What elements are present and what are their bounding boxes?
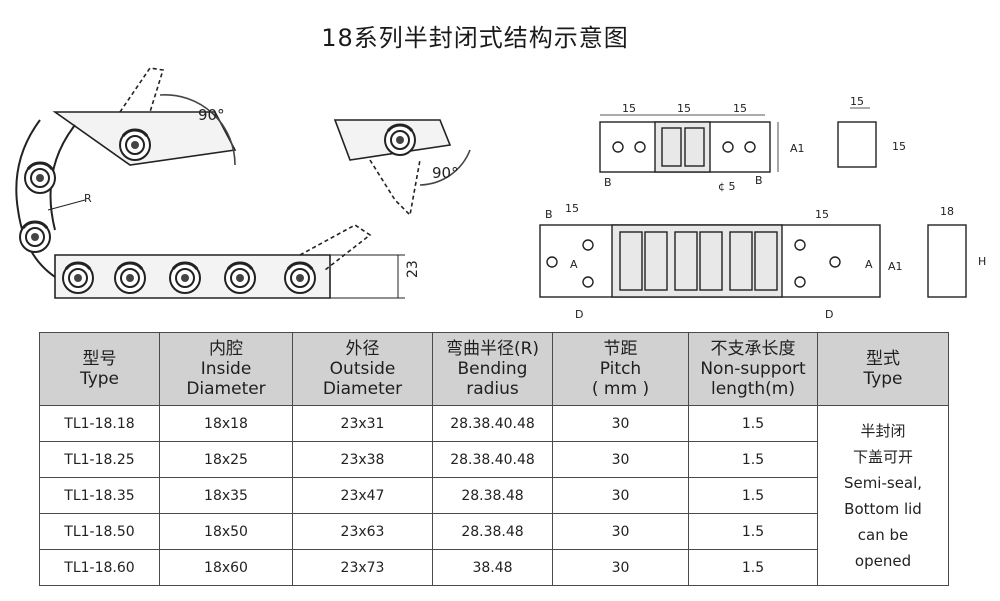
table-row: TL1-18.35 18x35 23x47 28.38.48 30 1.5 (39, 477, 949, 514)
table-row: TL1-18.50 18x50 23x63 28.38.48 30 1.5 (39, 513, 949, 550)
cell-inside: 18x50 (159, 513, 293, 550)
cell-length: 1.5 (688, 441, 818, 478)
cell-model: TL1-18.35 (39, 477, 160, 514)
page-title: 18系列半封闭式结构示意图 (321, 24, 629, 52)
dim-d-right: D (825, 308, 833, 321)
structure-diagram: 90° 90° R 23 15 15 15 B B ¢ 5 A1 15 15 B… (15, 67, 986, 321)
cell-model: TL1-18.60 (39, 549, 160, 586)
cell-length: 1.5 (688, 405, 818, 442)
cell-type: 半封闭 下盖可开 Semi-seal, Bottom lid can be op… (817, 405, 949, 586)
cell-outside: 23x47 (292, 477, 433, 514)
dim-15-side-v: 15 (892, 140, 906, 153)
cell-pitch: 30 (552, 477, 689, 514)
dim-15-side: 15 (850, 95, 864, 108)
cell-pitch: 30 (552, 513, 689, 550)
dim-a1-bottom: A1 (888, 260, 903, 273)
dim-b-right: B (755, 174, 763, 187)
dim-15-a: 15 (622, 102, 636, 115)
cell-length: 1.5 (688, 477, 818, 514)
table-row: TL1-18.25 18x25 23x38 28.38.40.48 30 1.5 (39, 441, 949, 478)
dim-18-section: 18 (940, 205, 954, 218)
cell-pitch: 30 (552, 441, 689, 478)
cell-pitch: 30 (552, 549, 689, 586)
cell-outside: 23x63 (292, 513, 433, 550)
dim-hole: ¢ 5 (718, 180, 736, 193)
dim-15-b: 15 (677, 102, 691, 115)
cell-radius: 28.38.40.48 (432, 441, 553, 478)
angle-label-1: 90° (198, 106, 225, 124)
cell-radius: 28.38.40.48 (432, 405, 553, 442)
cell-outside: 23x73 (292, 549, 433, 586)
dim-a-right: A (865, 258, 873, 271)
cell-length: 1.5 (688, 513, 818, 550)
cell-outside: 23x38 (292, 441, 433, 478)
radius-label: R (84, 192, 92, 205)
cell-inside: 18x18 (159, 405, 293, 442)
height-label: 23 (405, 260, 421, 278)
dim-a-left: A (570, 258, 578, 271)
cell-model: TL1-18.25 (39, 441, 160, 478)
cell-outside: 23x31 (292, 405, 433, 442)
table-row: TL1-18.18 18x18 23x31 28.38.40.48 30 1.5… (39, 405, 949, 586)
dim-15-bottom-right: 15 (815, 208, 829, 221)
cell-pitch: 30 (552, 405, 689, 442)
dim-a1-top: A1 (790, 142, 805, 155)
top-view-drawing (599, 107, 877, 173)
cell-radius: 38.48 (432, 549, 553, 586)
dim-b-left: B (604, 176, 612, 189)
cell-radius: 28.38.48 (432, 513, 553, 550)
dim-d-left: D (575, 308, 583, 321)
dim-15-c: 15 (733, 102, 747, 115)
cell-model: TL1-18.50 (39, 513, 160, 550)
cell-inside: 18x35 (159, 477, 293, 514)
cell-model: TL1-18.18 (39, 405, 160, 442)
cell-inside: 18x60 (159, 549, 293, 586)
cell-inside: 18x25 (159, 441, 293, 478)
cell-radius: 28.38.48 (432, 477, 553, 514)
dim-b-bottom: B (545, 208, 553, 221)
cell-length: 1.5 (688, 549, 818, 586)
bottom-view-drawing (539, 224, 967, 298)
table-row: TL1-18.60 18x60 23x73 38.48 30 1.5 (39, 549, 949, 586)
angle-label-2: 90° (432, 164, 459, 182)
dim-h-section: H (978, 255, 986, 268)
dim-15-bottom-left: 15 (565, 202, 579, 215)
